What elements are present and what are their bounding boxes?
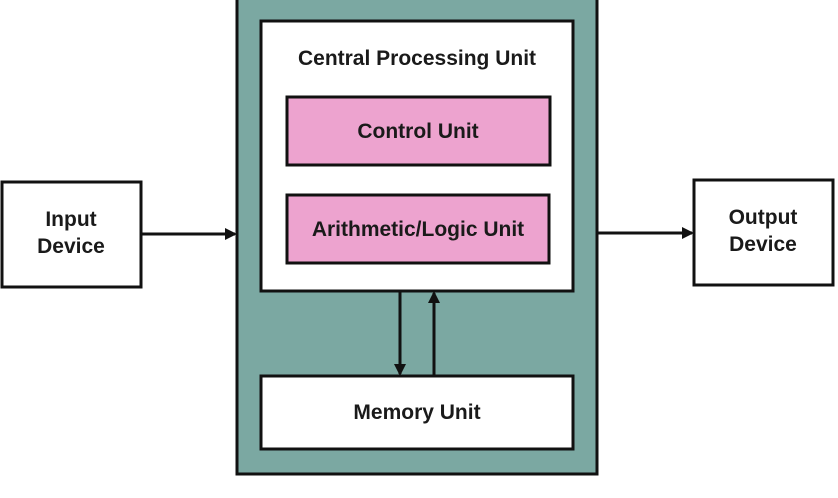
cpu-title: Central Processing Unit (298, 47, 536, 70)
input-device-label-line1: Input (45, 208, 96, 231)
alu-box (285, 193, 551, 265)
output-device-label-line2: Device (729, 233, 797, 256)
control-unit-label: Control Unit (357, 120, 478, 143)
control-unit-box (285, 95, 552, 167)
memory-unit-label: Memory Unit (353, 401, 480, 424)
output-device-box (692, 178, 835, 287)
output-device-label-line1: Output (729, 206, 798, 229)
input-device-label-line2: Device (37, 235, 105, 258)
memory-unit-box (259, 374, 575, 451)
alu-label: Arithmetic/Logic Unit (312, 218, 524, 241)
